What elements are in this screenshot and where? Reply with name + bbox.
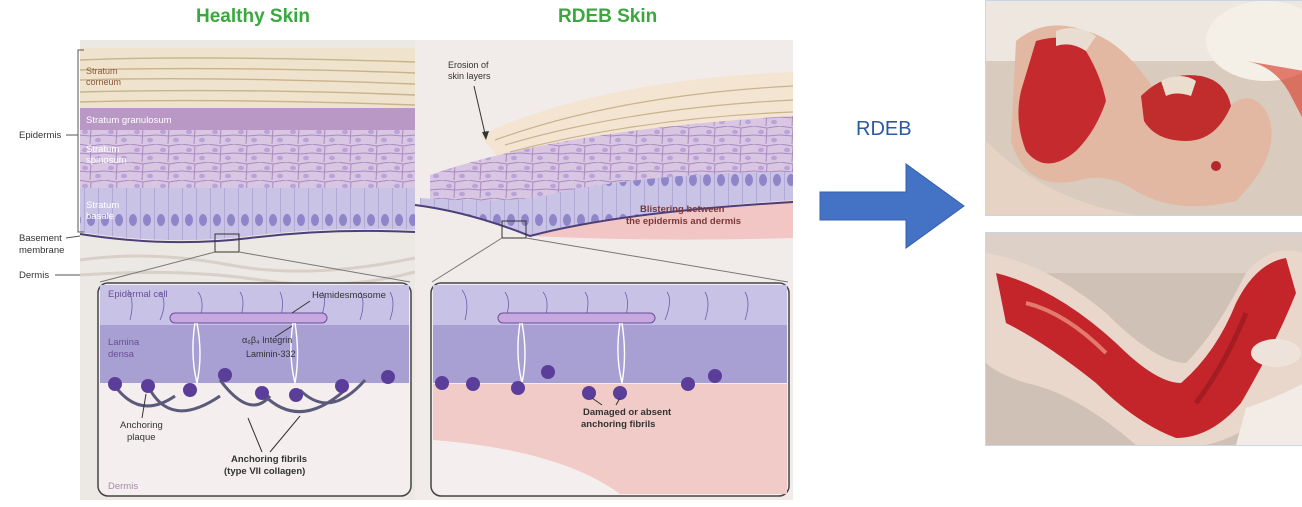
rdeb-inset-lamina	[433, 325, 787, 383]
photo-rdeb-leg-lesion	[985, 0, 1302, 216]
label-dermis: Dermis	[19, 270, 49, 281]
label-anchoring-fibrils: Anchoring fibrils(type VII collagen)	[224, 454, 307, 477]
stratum-spinosum-layer	[80, 130, 415, 190]
label-stratum-granulosum: Stratum granulosum	[86, 115, 172, 126]
label-hemidesmosome: Hemidesmosome	[312, 290, 386, 301]
basement-pointer	[66, 236, 80, 238]
label-integrin: α₆β₄ Integrin	[242, 335, 292, 345]
label-epidermis: Epidermis	[19, 130, 61, 141]
photo-rdeb-arm-lesion	[985, 232, 1302, 446]
right-arrow-icon	[818, 162, 968, 252]
label-dermis-inset: Dermis	[108, 481, 138, 492]
rdeb-arrow-label: RDEB	[856, 118, 912, 141]
hemidesmosome-bar-rdeb	[498, 313, 655, 323]
hemidesmosome-bar-healthy	[170, 313, 327, 323]
label-epidermal-cell: Epidermal cell	[108, 289, 168, 300]
label-laminin: Laminin-332	[246, 349, 296, 359]
